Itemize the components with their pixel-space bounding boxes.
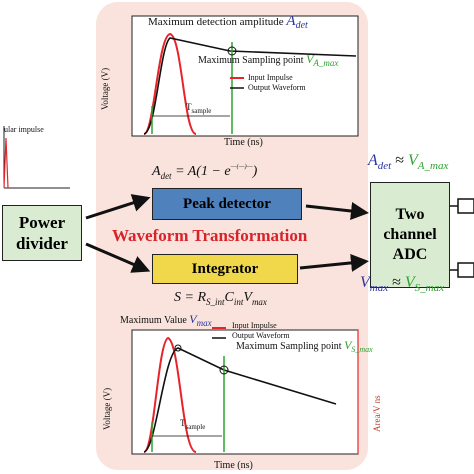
arrow-to-integrator: [85, 242, 151, 273]
formula-s: S = RS_intCintVmax: [174, 290, 267, 307]
bottom-sampling-sub: S_max: [351, 345, 373, 354]
bottom-max-sub: max: [196, 318, 212, 328]
integrator-box: Integrator: [152, 254, 298, 284]
adc-box: Two channel ADC: [370, 182, 450, 288]
bottom-waveform-plot: [131, 327, 359, 455]
top-tsample-t: T: [186, 102, 192, 112]
bottom-tsample-t: T: [180, 418, 186, 428]
formula2-v: V: [243, 290, 252, 305]
formula1-lhs: A: [152, 164, 161, 179]
formula2-s: S = R: [174, 290, 206, 305]
top-legend-output: Output Waveform: [248, 83, 306, 92]
bottom-max-text: Maximum Value: [120, 315, 187, 326]
bottom-xlabel: Time (ns): [214, 460, 253, 471]
formula1-mid: = A(1 − e: [171, 164, 231, 179]
adc-line2: channel: [383, 226, 437, 243]
relation2-symbol2: V: [404, 274, 415, 291]
top-amplitude-annotation: Maximum detection amplitude Adet: [148, 13, 308, 31]
top-xlabel: Time (ns): [224, 137, 263, 148]
impulse-partial-label: ular impulse: [4, 125, 44, 134]
bottom-tsample-sub: sample: [185, 422, 206, 431]
power-divider-line1: Power: [18, 213, 66, 232]
top-amplitude-text: Maximum detection amplitude: [148, 16, 284, 28]
top-sampling-annotation: Maximum Sampling point VA_max: [198, 52, 338, 68]
bottom-tsample-label: Tsample: [180, 418, 205, 431]
power-divider-line2: divider: [16, 234, 68, 253]
bottom-ylabel: Voltage (V): [102, 387, 112, 430]
formula2-sub-v: max: [251, 296, 267, 307]
bottom-sampling-text: Maximum Sampling point: [236, 341, 342, 352]
top-sampling-text: Maximum Sampling point: [198, 55, 304, 66]
relation1-sub: det: [377, 160, 392, 173]
bottom-legend-output: Output Waveform: [232, 331, 290, 340]
top-tsample-sub: sample: [191, 106, 212, 115]
relation-adet: Adet ≈ VA_max: [368, 152, 448, 172]
relation2-sub2: S_max: [414, 282, 444, 295]
relation-vmax: Vmax ≈ VS_max: [360, 274, 444, 294]
formula-adet: Adet = A(1 − e―(―)―): [152, 164, 258, 181]
power-divider-box: Power divider: [2, 205, 82, 261]
arrow-peak-to-adc: [305, 202, 369, 220]
bottom-legend-input: Input Impulse: [232, 321, 277, 330]
top-tsample-label: Tsample: [186, 102, 211, 115]
top-sampling-sub: A_max: [313, 58, 339, 68]
bottom-sampling-annotation: Maximum Sampling point VS_max: [236, 338, 373, 354]
peak-detector-label: Peak detector: [183, 195, 271, 212]
bottom-max-annotation: Maximum Value Vmax: [120, 312, 212, 328]
bottom-max-symbol: V: [189, 312, 197, 326]
adc-line1: Two: [395, 206, 425, 223]
waveform-transformation-title: Waveform Transformation: [112, 226, 308, 245]
integrator-label: Integrator: [191, 260, 259, 277]
top-ylabel: Voltage (V): [100, 67, 110, 110]
input-impulse-thumbnail: [3, 126, 70, 189]
relation2-symbol: V: [360, 274, 370, 291]
top-amplitude-symbol: A: [286, 13, 296, 29]
top-sampling-symbol: V: [306, 52, 314, 66]
top-legend-input: Input Impulse: [248, 73, 293, 82]
top-waveform-plot: [131, 15, 359, 137]
formula2-sub-c: int: [233, 296, 244, 307]
bottom-sampling-symbol: V: [344, 338, 352, 352]
relation1-sub2: A_max: [417, 160, 449, 173]
formula2-sub-r: S_int: [206, 296, 225, 307]
relation2-approx: ≈: [388, 274, 405, 291]
relation1-symbol: A: [368, 152, 378, 169]
relation1-symbol2: V: [408, 152, 418, 169]
arrow-to-peak-detector: [85, 194, 151, 220]
relation1-approx: ≈: [391, 152, 409, 169]
formula2-c: C: [224, 290, 234, 305]
bottom-ylabel-right: Area/V ns: [372, 395, 382, 432]
arrow-integrator-to-adc: [299, 253, 369, 272]
formula1-lhs-sub: det: [160, 170, 172, 181]
relation2-sub: max: [369, 282, 389, 295]
formula1-close: ): [252, 164, 258, 179]
peak-detector-box: Peak detector: [152, 188, 302, 220]
top-amplitude-sub: det: [295, 20, 308, 32]
adc-line3: ADC: [392, 246, 428, 263]
